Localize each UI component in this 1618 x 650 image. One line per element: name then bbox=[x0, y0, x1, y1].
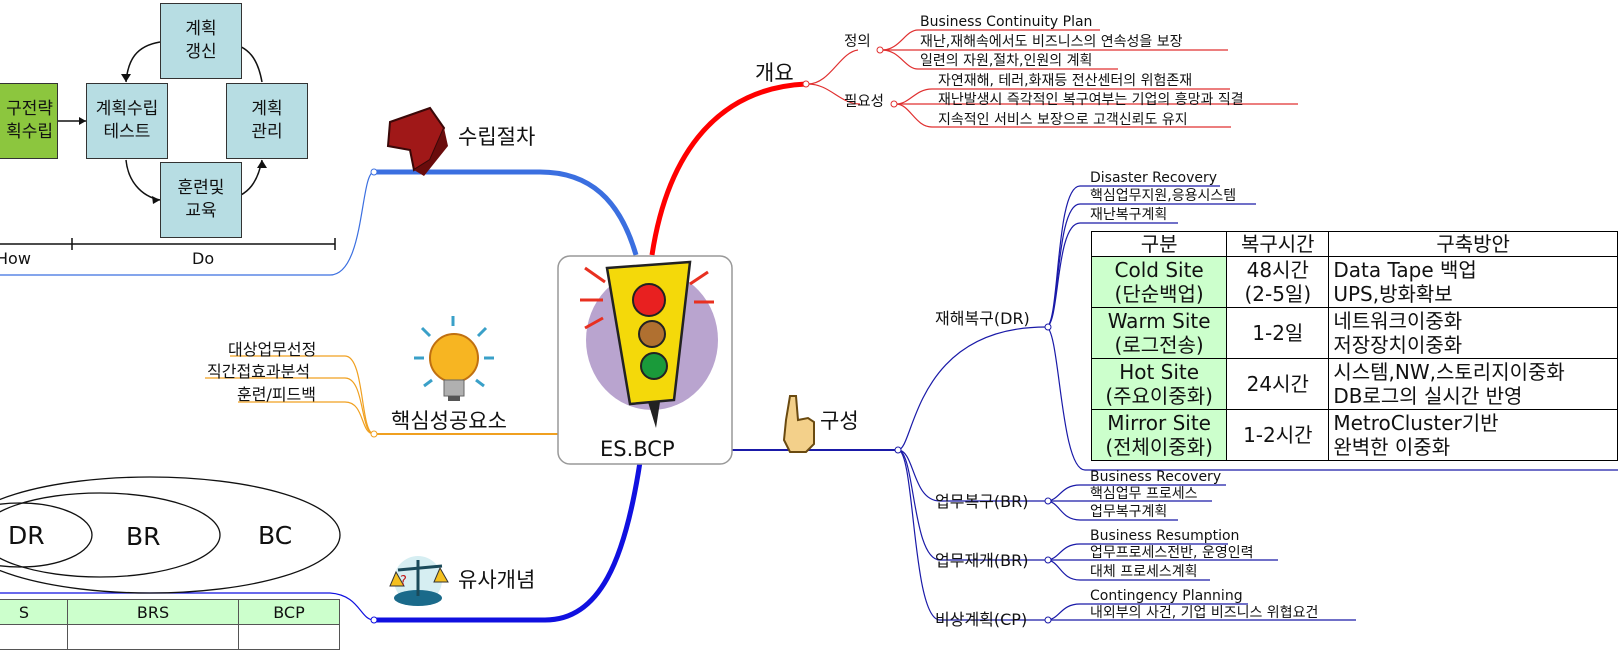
row-time: 48시간 (2-5일) bbox=[1226, 256, 1330, 308]
table-row: Hot Site (주요이중화) 24시간 시스템,NW,스토리지이중화 DB로… bbox=[1090, 358, 1618, 410]
row-type: Hot Site (주요이중화) bbox=[1090, 358, 1228, 410]
row-time: 1-2일 bbox=[1226, 307, 1330, 359]
composition-node[interactable]: 구성 bbox=[820, 409, 859, 433]
overview-branch bbox=[649, 81, 807, 256]
row-plan: 네트워크이중화 저장장치이중화 bbox=[1328, 307, 1618, 359]
necessity-item-3: 지속적인 서비스 보장으로 고객신뢰도 유지 bbox=[938, 112, 1188, 128]
definition-item-3: 일련의 자원,절차,인원의 계획 bbox=[920, 53, 1093, 69]
table-row: Warm Site (로그전송) 1-2일 네트워크이중화 저장장치이중화 bbox=[1090, 307, 1618, 359]
dr-item-3: 재난복구계획 bbox=[1090, 207, 1168, 223]
dr-table-header-time: 복구시간 bbox=[1226, 231, 1330, 257]
ellipse-label-bc: BC bbox=[258, 521, 293, 550]
lightbulb-icon bbox=[414, 316, 494, 401]
timeline-do: Do bbox=[192, 249, 215, 268]
overview-sub-lines bbox=[807, 29, 1298, 128]
cp-node[interactable]: 비상계획(CP) bbox=[935, 610, 1028, 629]
row-plan: 시스템,NW,스토리지이중화 DB로그의 실시간 반영 bbox=[1328, 358, 1618, 410]
row-time: 24시간 bbox=[1226, 358, 1330, 410]
concept-ellipses bbox=[0, 476, 341, 594]
similar-header-brs: BRS bbox=[67, 599, 239, 625]
br-item-2: 핵심업무 프로세스 bbox=[1090, 486, 1198, 502]
overview-node[interactable]: 개요 bbox=[755, 61, 794, 85]
dr-table-header-plan: 구축방안 bbox=[1328, 231, 1618, 257]
cp-item-2: 내외부의 사건, 기업 비즈니스 위협요건 bbox=[1090, 605, 1319, 621]
ellipse-label-dr: DR bbox=[8, 521, 45, 550]
row-time: 1-2시간 bbox=[1226, 409, 1330, 461]
bres-node[interactable]: 업무재개(BR) bbox=[935, 551, 1029, 570]
row-plan: MetroCluster기반 완벽한 이중화 bbox=[1328, 409, 1618, 461]
bres-item-1: Business Resumption bbox=[1090, 528, 1240, 544]
csf-item-3: 훈련/피드백 bbox=[237, 385, 316, 404]
dr-item-1: Disaster Recovery bbox=[1090, 170, 1218, 186]
bres-item-2: 업무프로세스전반, 운영인력 bbox=[1090, 545, 1254, 561]
cp-item-1: Contingency Planning bbox=[1090, 588, 1243, 604]
row-type: Warm Site (로그전송) bbox=[1090, 307, 1228, 359]
similar-branch bbox=[374, 461, 643, 623]
br-item-1: Business Recovery bbox=[1090, 469, 1222, 485]
definition-item-1: Business Continuity Plan bbox=[920, 14, 1093, 30]
table-row: Cold Site (단순백업) 48시간 (2-5일) Data Tape 백… bbox=[1090, 256, 1618, 308]
training-box: 훈련및 교육 bbox=[160, 162, 242, 238]
similar-table: S BRS BCP bbox=[0, 599, 340, 650]
similar-node[interactable]: 유사개념 bbox=[458, 568, 536, 592]
plan-test-box: 계획수립 테스트 bbox=[86, 83, 168, 159]
similar-header-bcp: BCP bbox=[238, 599, 340, 625]
dr-site-table: 구분 복구시간 구축방안 Cold Site (단순백업) 48시간 (2-5일… bbox=[1090, 231, 1618, 461]
br-item-3: 업무복구계획 bbox=[1090, 504, 1168, 520]
bres-item-3: 대체 프로세스계획 bbox=[1090, 564, 1198, 580]
row-plan: Data Tape 백업 UPS,방화확보 bbox=[1328, 256, 1618, 308]
csf-node[interactable]: 핵심성공요소 bbox=[391, 409, 507, 433]
scale-icon: ? bbox=[389, 556, 449, 606]
necessity-item-1: 자연재해, 테러,화재등 전산센터의 위험존재 bbox=[938, 73, 1193, 89]
necessity-item-2: 재난발생시 즉각적인 복구여부는 기업의 흥망과 직결 bbox=[938, 92, 1244, 108]
necessity-node[interactable]: 필요성 bbox=[844, 94, 885, 110]
dr-node[interactable]: 재해복구(DR) bbox=[935, 309, 1030, 328]
definition-item-2: 재난,재해속에서도 비즈니스의 연속성을 보장 bbox=[920, 34, 1183, 50]
strategy-box: 구전략 획수립 bbox=[0, 83, 58, 159]
timeline-how: How bbox=[0, 249, 31, 268]
csf-item-2: 직간접효과분석 bbox=[207, 362, 311, 381]
table-row: Mirror Site (전체이중화) 1-2시간 MetroCluster기반… bbox=[1090, 409, 1618, 461]
pointing-hand-icon bbox=[782, 395, 815, 453]
procedure-node[interactable]: 수립절차 bbox=[458, 125, 536, 149]
center-node-label: ES.BCP bbox=[600, 437, 675, 461]
plan-update-box: 계획 갱신 bbox=[160, 3, 242, 79]
traffic-light-icon bbox=[580, 260, 718, 428]
row-type: Cold Site (단순백업) bbox=[1090, 256, 1228, 308]
red-arrow-icon bbox=[386, 106, 448, 176]
dr-item-2: 핵심업무지원,응용시스템 bbox=[1090, 188, 1237, 204]
definition-node[interactable]: 정의 bbox=[844, 34, 871, 50]
row-type: Mirror Site (전체이중화) bbox=[1090, 409, 1228, 461]
dr-table-header-type: 구분 bbox=[1090, 231, 1228, 257]
similar-header-s: S bbox=[0, 599, 68, 625]
plan-manage-box: 계획 관리 bbox=[226, 83, 308, 159]
procedure-branch bbox=[374, 169, 639, 256]
br-node[interactable]: 업무복구(BR) bbox=[935, 492, 1029, 511]
ellipse-label-br: BR bbox=[126, 522, 161, 551]
svg-text:?: ? bbox=[400, 574, 407, 589]
csf-item-1: 대상업무선정 bbox=[228, 340, 317, 359]
